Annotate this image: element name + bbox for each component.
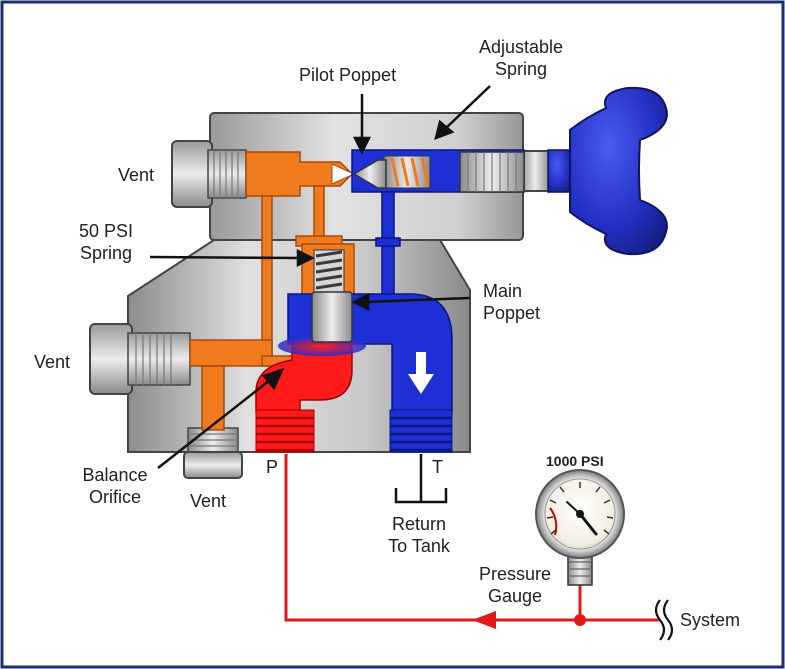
vent-fitting-mid	[89, 323, 191, 395]
label-return-to-tank-line1: Return	[391, 514, 447, 534]
label-balance-orifice-line2: Orifice	[88, 487, 141, 507]
label-50psi-spring: 50 PSI Spring	[64, 220, 148, 264]
port-t-threads	[389, 409, 453, 453]
pilot-seat	[331, 163, 356, 185]
label-vent-bottom: Vent	[190, 491, 227, 511]
label-gauge-value: 1000 PSI	[546, 453, 604, 469]
label-main-poppet-line2: Poppet	[483, 303, 541, 323]
pilot-poppet	[352, 159, 387, 189]
adjustment-screw	[459, 151, 525, 193]
label-port-t: T	[432, 457, 443, 477]
pipe-break-icon	[654, 599, 674, 641]
spring-50psi	[313, 249, 345, 295]
label-pressure-gauge-line1: Pressure	[478, 564, 552, 584]
label-adjustable-spring-line2: Spring	[494, 59, 548, 79]
label-return-to-tank: Return To Tank	[374, 513, 464, 557]
left-arrow-icon	[472, 611, 496, 629]
down-arrow-icon	[408, 352, 434, 394]
label-port-p: P	[266, 457, 279, 477]
tank-symbol-icon	[394, 454, 448, 504]
port-p-threads	[255, 409, 315, 453]
label-main-poppet-line1: Main	[483, 281, 523, 301]
label-balance-orifice: Balance Orifice	[72, 464, 158, 508]
label-50psi-spring-line1: 50 PSI	[78, 221, 134, 241]
leader-arrows	[149, 85, 491, 469]
label-vent-top: Vent	[118, 165, 155, 185]
pressure-oil-passage	[255, 343, 353, 413]
label-main-poppet: Main Poppet	[483, 280, 540, 324]
label-50psi-spring-line2: Spring	[79, 243, 133, 263]
vent-fitting-top	[171, 140, 247, 208]
label-pilot-poppet: Pilot Poppet	[299, 65, 397, 85]
line-junction	[574, 614, 586, 626]
adjustment-knob	[547, 86, 668, 256]
main-poppet	[311, 291, 353, 343]
pressure-gauge-icon	[535, 469, 625, 586]
label-balance-orifice-line1: Balance	[82, 465, 148, 485]
adjustable-spring	[383, 155, 431, 189]
label-adjustable-spring-line1: Adjustable	[478, 37, 564, 57]
label-return-to-tank-line2: To Tank	[388, 536, 450, 556]
vent-fitting-bottom	[183, 427, 243, 479]
label-vent-mid: Vent	[34, 352, 71, 372]
label-adjustable-spring: Adjustable Spring	[468, 36, 574, 80]
label-pressure-gauge-line2: Gauge	[487, 586, 543, 606]
label-system: System	[680, 610, 741, 630]
label-pressure-gauge: Pressure Gauge	[470, 563, 560, 607]
